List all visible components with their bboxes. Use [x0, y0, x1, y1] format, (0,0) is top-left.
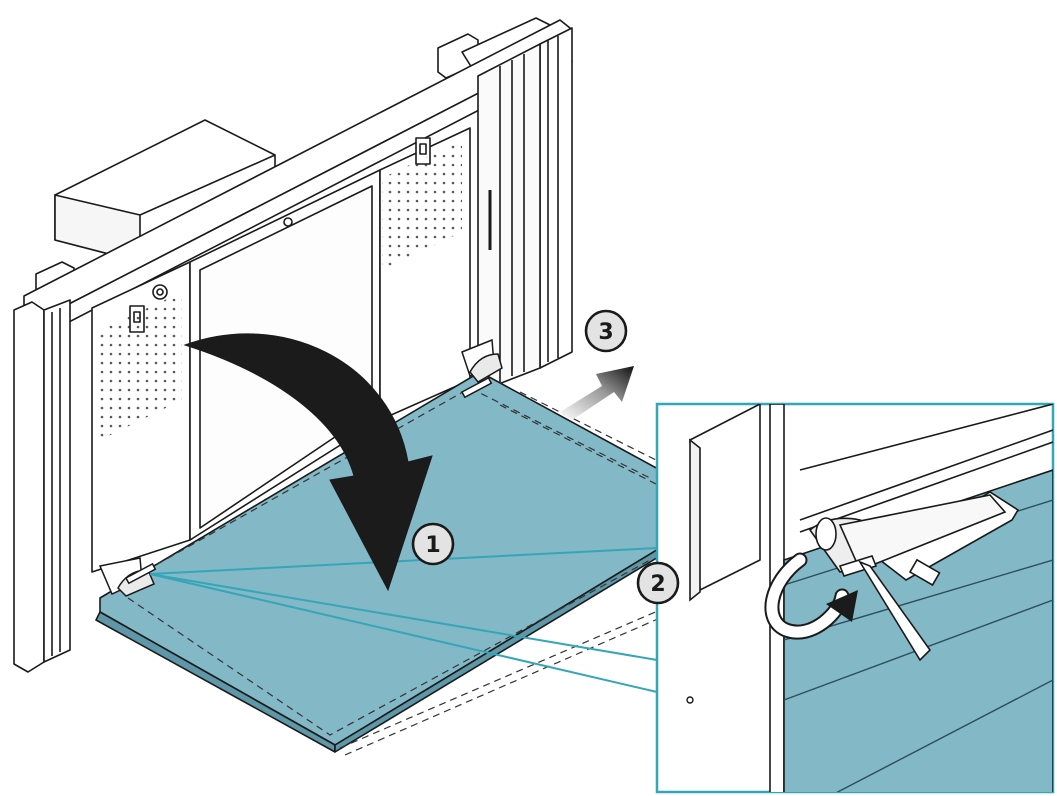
step-badge-3: 3 — [584, 309, 628, 353]
callout-lines — [149, 547, 658, 693]
step-number-2: 2 — [650, 572, 665, 597]
curved-arrow-down-icon — [183, 333, 433, 592]
enclosure — [13, 17, 573, 673]
vent-perforation-left — [100, 292, 182, 440]
step-badge-1: 1 — [411, 522, 455, 566]
detail-inset — [655, 402, 1055, 794]
hinge-left — [98, 557, 157, 597]
slide-out-arrow-icon — [560, 366, 634, 420]
hex-key-icon — [838, 555, 932, 662]
hinge-right — [460, 338, 503, 399]
step-badge-2: 2 — [636, 561, 680, 605]
step-number-1: 1 — [425, 533, 440, 558]
step-number-3: 3 — [598, 320, 613, 345]
vent-perforation-right — [382, 140, 462, 270]
panel-guide-lines — [114, 387, 661, 756]
rotate-arrow-icon — [764, 552, 858, 640]
